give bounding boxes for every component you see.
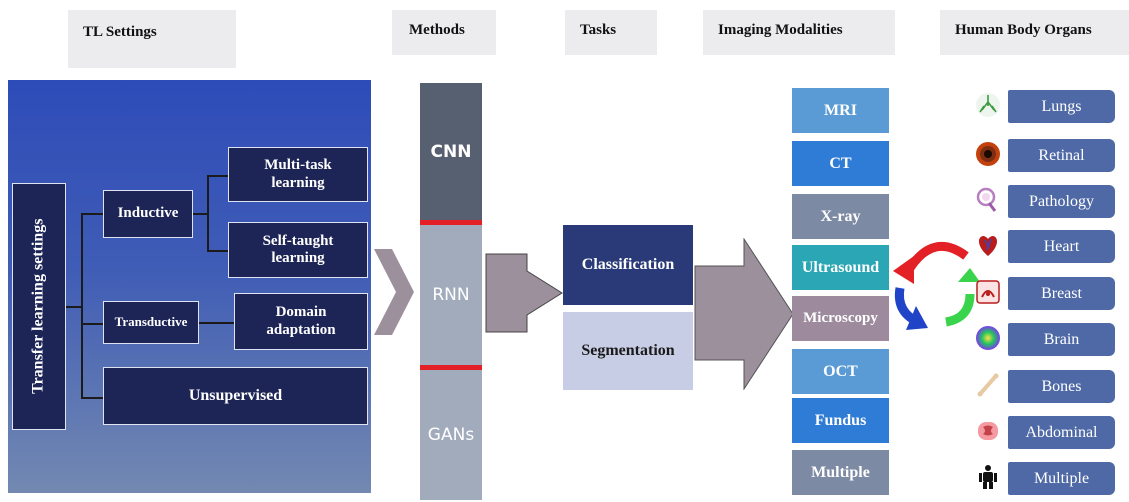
tl-root-box: Transfer learning settings	[12, 183, 66, 430]
connector	[81, 323, 103, 325]
abdomen-icon	[975, 418, 1001, 444]
organ-heart: Heart	[1008, 230, 1115, 263]
connector	[81, 213, 103, 215]
cycle-arrows-icon	[893, 242, 980, 330]
body-icon	[975, 464, 1001, 490]
header-tl-settings: TL Settings	[68, 10, 236, 68]
organ-bones: Bones	[1008, 370, 1115, 403]
separator-line	[420, 220, 482, 225]
separator-line	[420, 365, 482, 370]
header-methods: Methods	[392, 10, 496, 55]
lungs-icon	[975, 92, 1001, 118]
self-taught-learning-node: Self-taught learning	[228, 222, 368, 278]
connector	[81, 213, 83, 399]
heart-icon	[975, 232, 1001, 258]
brain-icon	[975, 325, 1001, 351]
organ-brain: Brain	[1008, 323, 1115, 356]
bone-icon	[975, 372, 1001, 398]
breast-icon	[975, 279, 1001, 305]
organ-multiple: Multiple	[1008, 462, 1115, 495]
pathology-icon	[975, 187, 1001, 213]
header-imaging-modalities: Imaging Modalities	[703, 10, 895, 55]
modality-x-ray: X-ray	[792, 194, 889, 239]
connector	[207, 175, 209, 252]
connector	[66, 306, 82, 308]
task-segmentation: Segmentation	[563, 312, 693, 390]
organ-retinal: Retinal	[1008, 139, 1115, 172]
multitask-learning-node: Multi-task learning	[228, 147, 368, 202]
method-cnn: CNN	[420, 83, 482, 220]
modality-ultrasound: Ultrasound	[792, 245, 889, 290]
modality-ct: CT	[792, 141, 889, 186]
organ-lungs: Lungs	[1008, 90, 1115, 123]
chevron-arrow-icon	[374, 249, 414, 335]
modality-oct: OCT	[792, 349, 889, 394]
header-human-body-organs: Human Body Organs	[940, 10, 1129, 55]
modality-fundus: Fundus	[792, 398, 889, 443]
connector	[198, 322, 234, 324]
modality-multiple: Multiple	[792, 450, 889, 495]
method-rnn: RNN	[420, 225, 482, 365]
modality-microscopy: Microscopy	[792, 296, 889, 341]
domain-adaptation-node: Domain adaptation	[234, 293, 368, 350]
modality-mri: MRI	[792, 88, 889, 133]
connector	[192, 213, 208, 215]
task-classification: Classification	[563, 225, 693, 305]
connector	[207, 175, 228, 177]
organ-abdominal: Abdominal	[1008, 416, 1115, 449]
connector	[207, 250, 228, 252]
organ-pathology: Pathology	[1008, 185, 1115, 218]
organ-breast: Breast	[1008, 277, 1115, 310]
header-tasks: Tasks	[565, 10, 657, 55]
method-gans: GANs	[420, 370, 482, 500]
transductive-node: Transductive	[103, 301, 199, 344]
block-arrow-icon	[485, 253, 563, 333]
connector	[81, 397, 103, 399]
inductive-node: Inductive	[103, 190, 193, 238]
unsupervised-node: Unsupervised	[103, 367, 368, 425]
block-arrow-icon	[694, 238, 794, 390]
retina-icon	[975, 141, 1001, 167]
tl-root-label: Transfer learning settings	[29, 218, 47, 395]
